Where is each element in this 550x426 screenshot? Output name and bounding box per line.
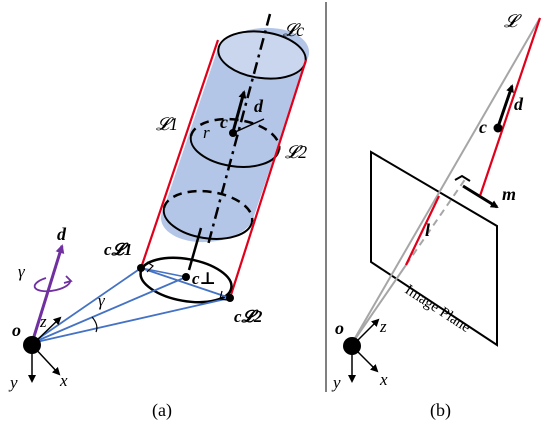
radius-line (232, 118, 265, 134)
gamma-arc (91, 316, 98, 333)
caption-a: (a) (152, 400, 172, 421)
panel-b: 𝓛 d c m l Image Plane o x y z (b) (331, 11, 542, 421)
point-c-l1 (137, 264, 145, 272)
label-c-perp: c⊥ (192, 269, 216, 288)
caption-b: (b) (430, 400, 451, 421)
point-c-l2 (226, 294, 234, 302)
image-plane (370, 150, 498, 347)
line-l-red (478, 17, 542, 197)
cylinder-bottom-ellipse (162, 189, 254, 223)
line-l2 (228, 59, 308, 299)
origin-direction-arrow (30, 244, 65, 344)
label-y-b: y (331, 373, 341, 392)
label-y: y (8, 373, 18, 392)
projection-lines (31, 267, 234, 344)
label-r: r (203, 123, 210, 142)
label-l2: 𝓛2 (285, 142, 307, 162)
moment-arrow (462, 184, 499, 209)
label-x-b: x (379, 370, 388, 389)
label-c-b: c (479, 117, 487, 137)
cylinder-mid-ellipse (189, 117, 281, 151)
label-image-plane: Image Plane (402, 282, 474, 336)
label-L: 𝓛 (504, 11, 522, 31)
rotation-arc (33, 277, 72, 293)
label-z: z (39, 312, 47, 331)
point-c-perp (182, 273, 190, 281)
image-line-l (405, 195, 440, 266)
direction-arrow-b (496, 84, 514, 128)
label-o: o (12, 320, 21, 340)
label-origin-d: d (57, 224, 67, 244)
label-lc: 𝓛c (283, 20, 304, 40)
label-c: c (220, 112, 228, 132)
line-l1 (139, 39, 220, 269)
label-d-b: d (514, 94, 524, 114)
label-c-l2: c𝓛2 (234, 307, 263, 326)
projection-ray-dashed (405, 177, 467, 266)
label-z-b: z (379, 317, 387, 336)
origin-point (23, 336, 41, 354)
label-c-l1: c𝓛1 (104, 240, 132, 259)
line-l-grey (350, 17, 541, 346)
label-o-b: o (335, 318, 344, 338)
bottom-circle (139, 256, 233, 304)
label-m: m (502, 184, 516, 204)
projection-ray-solid (350, 264, 407, 346)
panel-a: 𝓛c 𝓛1 𝓛2 d c r d γ γ c𝓛1 c⊥ c𝓛2 o x y z … (8, 13, 310, 421)
direction-arrow (231, 90, 247, 133)
label-d: d (254, 96, 264, 116)
label-l: l (425, 220, 430, 240)
center-point-b (493, 123, 503, 133)
label-l1: 𝓛1 (156, 114, 178, 134)
perp-mark (454, 174, 471, 182)
label-gamma-origin: γ (18, 262, 26, 281)
label-x: x (59, 371, 68, 390)
origin-point-b (343, 337, 361, 355)
axis-shaft (187, 227, 203, 271)
label-gamma-angle: γ (98, 291, 106, 310)
